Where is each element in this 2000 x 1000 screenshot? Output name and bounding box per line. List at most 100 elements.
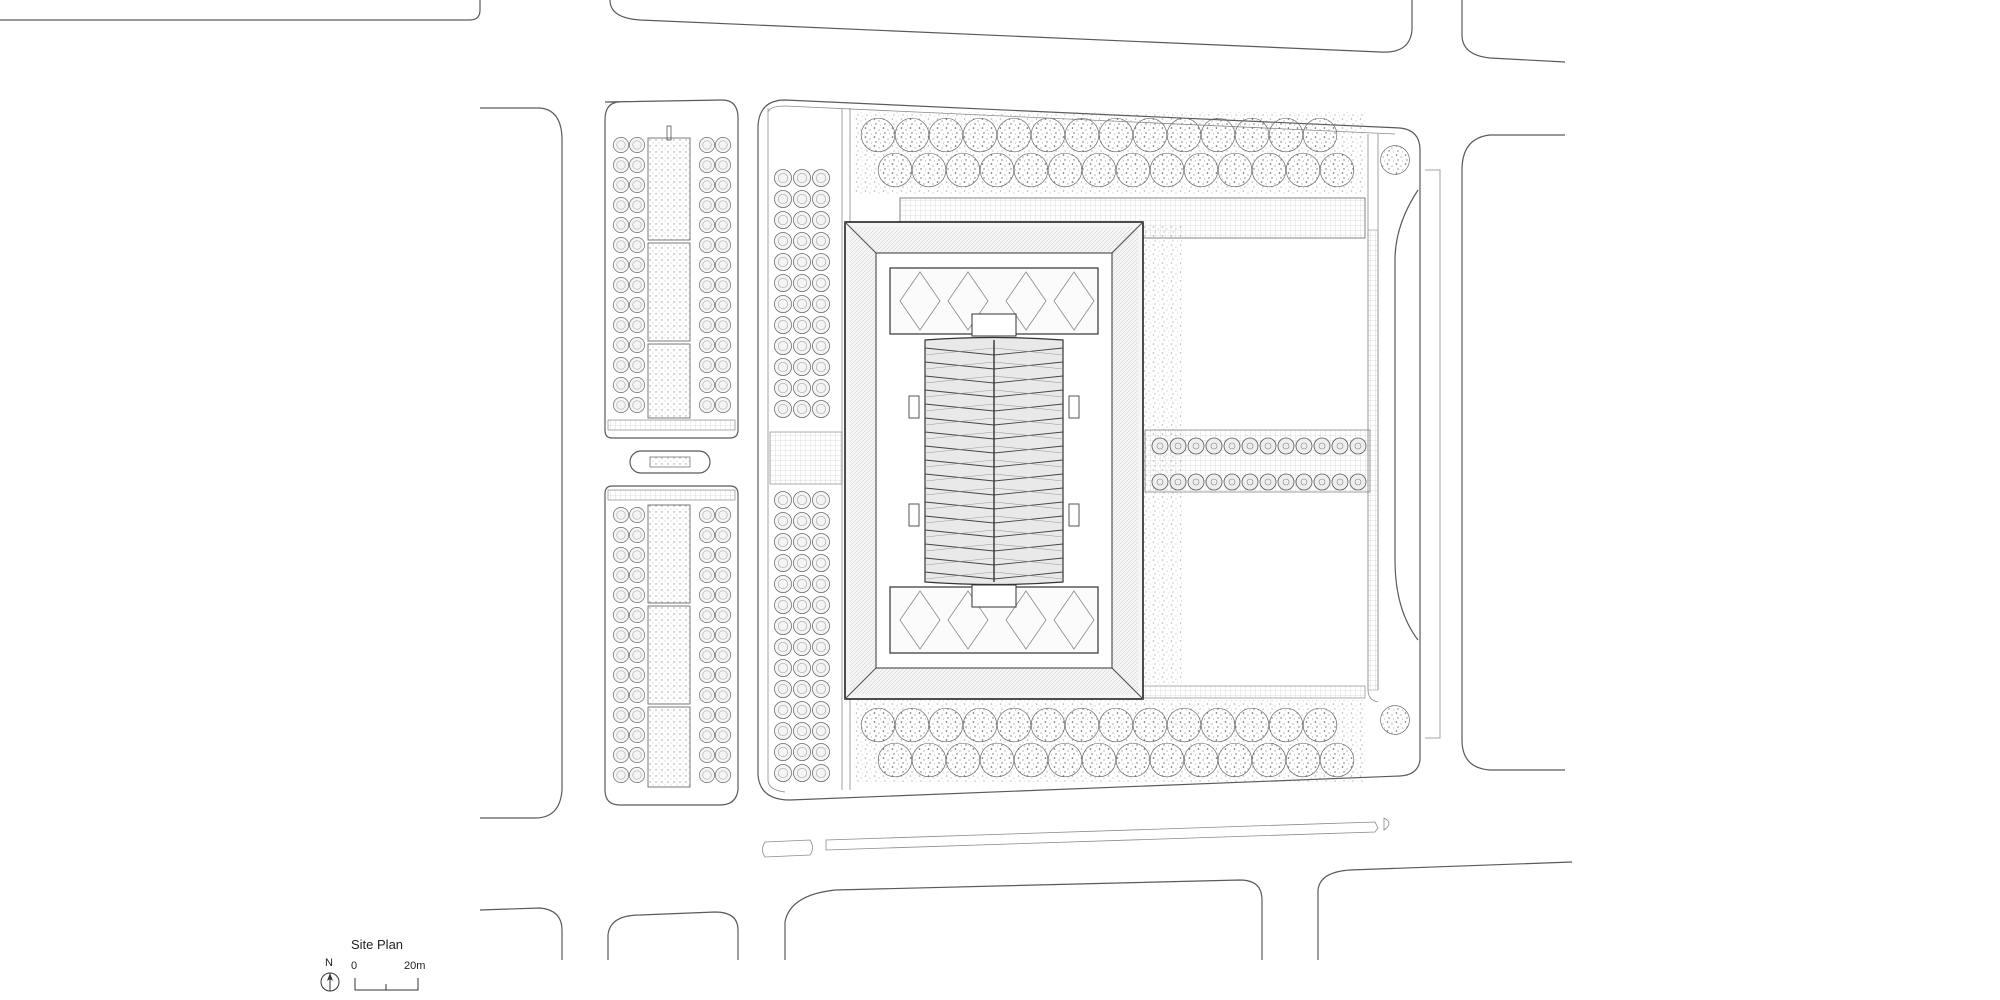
- tree-symbol: [715, 647, 731, 663]
- tree-symbol: [793, 169, 811, 187]
- tree-symbol: [613, 237, 629, 253]
- tree-canopy: [860, 117, 896, 153]
- tree-symbol: [812, 764, 830, 782]
- tree-symbol: [715, 237, 731, 253]
- tree-symbol: [793, 764, 811, 782]
- tree-symbol: [812, 701, 830, 719]
- tree-canopy: [1132, 117, 1168, 153]
- tree-symbol: [715, 297, 731, 313]
- tree-symbol: [715, 527, 731, 543]
- tree-symbol: [613, 747, 629, 763]
- allee-tree: [1223, 437, 1241, 455]
- tree-symbol: [774, 316, 792, 334]
- tree-symbol: [699, 707, 715, 723]
- tree-canopy: [894, 117, 930, 153]
- tree-canopy: [1268, 117, 1304, 153]
- tree-canopy: [1149, 152, 1185, 188]
- allee-tree: [1187, 473, 1205, 491]
- tree-canopy: [962, 707, 998, 743]
- tree-symbol: [812, 400, 830, 418]
- tree-symbol: [715, 747, 731, 763]
- allee-tree: [1277, 437, 1295, 455]
- tree-canopy: [945, 742, 981, 778]
- tree-symbol: [613, 177, 629, 193]
- tree-symbol: [699, 177, 715, 193]
- tree-symbol: [629, 337, 645, 353]
- tree-symbol: [812, 722, 830, 740]
- tree-canopy: [1115, 742, 1151, 778]
- tree-symbol: [699, 397, 715, 413]
- tree-symbol: [629, 587, 645, 603]
- tree-symbol: [629, 747, 645, 763]
- tree-symbol: [774, 400, 792, 418]
- tree-symbol: [629, 767, 645, 783]
- tree-canopy: [1149, 742, 1185, 778]
- tree-symbol: [715, 687, 731, 703]
- tree-canopy: [979, 152, 1015, 188]
- tree-symbol: [613, 727, 629, 743]
- tree-symbol: [812, 232, 830, 250]
- tree-symbol: [613, 507, 629, 523]
- tree-symbol: [715, 627, 731, 643]
- allee-tree: [1169, 473, 1187, 491]
- tree-symbol: [629, 397, 645, 413]
- allee-tree: [1313, 473, 1331, 491]
- tree-symbol: [793, 617, 811, 635]
- tree-symbol: [812, 554, 830, 572]
- tree-symbol: [699, 197, 715, 213]
- tree-symbol: [629, 157, 645, 173]
- tree-symbol: [774, 596, 792, 614]
- allee-tree: [1295, 437, 1313, 455]
- main-building: [844, 221, 1144, 700]
- tree-symbol: [629, 177, 645, 193]
- allee-tree: [1277, 473, 1295, 491]
- tree-symbol: [613, 257, 629, 273]
- tree-symbol: [629, 357, 645, 373]
- tree-canopy: [1200, 707, 1236, 743]
- tree-symbol: [629, 257, 645, 273]
- tree-symbol: [793, 274, 811, 292]
- tree-canopy: [1064, 117, 1100, 153]
- tree-canopy: [911, 152, 947, 188]
- tree-canopy: [1217, 742, 1253, 778]
- tree-symbol: [629, 647, 645, 663]
- tree-symbol: [812, 190, 830, 208]
- tree-symbol: [774, 211, 792, 229]
- tree-symbol: [774, 722, 792, 740]
- tree-canopy: [996, 117, 1032, 153]
- tree-symbol: [812, 295, 830, 313]
- tree-symbol: [774, 358, 792, 376]
- plan-title: Site Plan: [351, 937, 404, 952]
- tree-symbol: [613, 377, 629, 393]
- tree-symbol: [812, 358, 830, 376]
- tree-symbol: [715, 137, 731, 153]
- tree-canopy: [962, 117, 998, 153]
- allee-tree: [1241, 473, 1259, 491]
- tree-symbol: [774, 743, 792, 761]
- tree-canopy: [1047, 152, 1083, 188]
- tree-symbol: [812, 491, 830, 509]
- tree-symbol: [629, 237, 645, 253]
- tree-canopy: [1302, 117, 1338, 153]
- tree-symbol: [613, 137, 629, 153]
- tree-symbol: [629, 547, 645, 563]
- tree-canopy: [1115, 152, 1151, 188]
- tree-symbol: [699, 587, 715, 603]
- tree-canopy: [1268, 707, 1304, 743]
- scale-bar-start-label: 0: [351, 960, 358, 972]
- tree-symbol: [699, 317, 715, 333]
- tree-symbol: [629, 707, 645, 723]
- allee-tree: [1151, 437, 1169, 455]
- tree-canopy: [1013, 152, 1049, 188]
- tree-symbol: [629, 137, 645, 153]
- tree-symbol: [774, 190, 792, 208]
- tree-symbol: [699, 687, 715, 703]
- tree-symbol: [774, 232, 792, 250]
- tree-symbol: [774, 337, 792, 355]
- tree-symbol: [613, 337, 629, 353]
- tree-canopy: [1302, 707, 1338, 743]
- tree-canopy: [996, 707, 1032, 743]
- allee-tree: [1169, 437, 1187, 455]
- tree-symbol: [629, 197, 645, 213]
- tree-symbol: [715, 587, 731, 603]
